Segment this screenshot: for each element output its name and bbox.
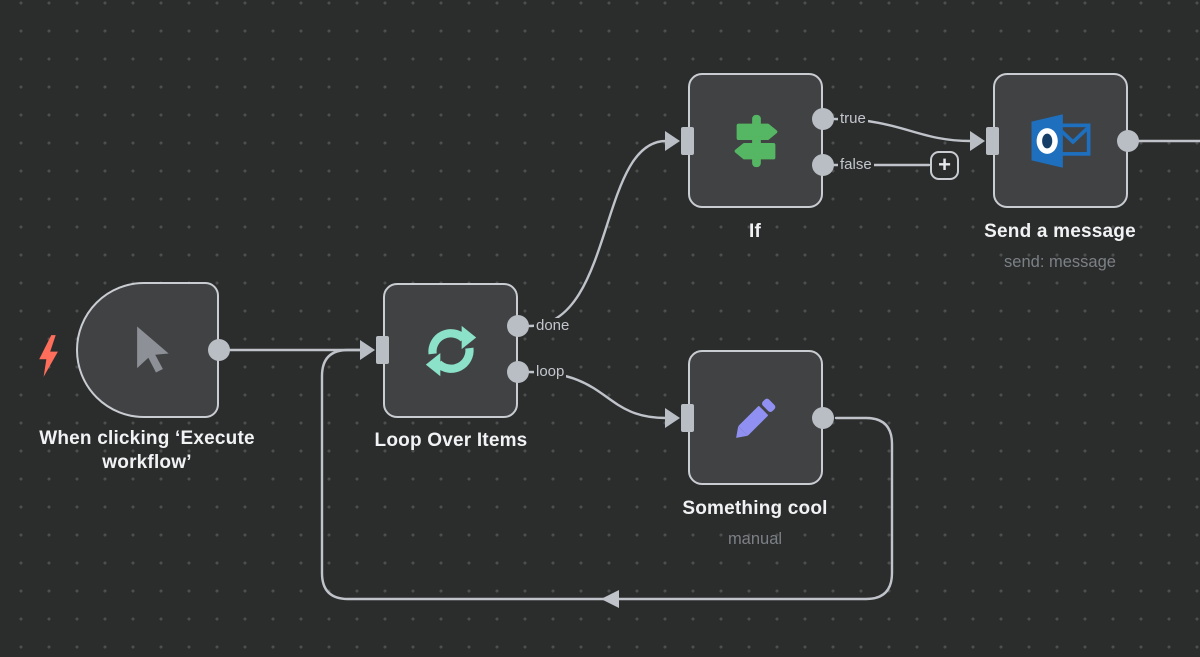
signpost-icon [734, 114, 777, 167]
node-title-if: If [748, 221, 761, 242]
node-title-loop: Loop Over Items [374, 430, 528, 451]
sync-arrows-icon [425, 325, 476, 376]
node-send-a-message[interactable] [993, 73, 1128, 208]
pencil-icon [735, 398, 775, 438]
output-label-false: false [838, 156, 874, 173]
output-label-true: true [838, 110, 868, 127]
mouse-cursor-icon [136, 326, 169, 373]
node-title-trigger: When clicking ‘Execute workflow’ [39, 428, 255, 473]
node-loop-over-items[interactable] [383, 283, 518, 418]
node-manual-trigger[interactable] [76, 282, 219, 418]
node-something-cool[interactable] [688, 350, 823, 485]
output-label-done: done [534, 317, 572, 334]
node-subtitle-something: manual [727, 530, 783, 548]
node-if[interactable] [688, 73, 823, 208]
add-node-plus-button[interactable]: + [930, 151, 959, 180]
node-title-send: Send a message [984, 221, 1136, 242]
loopback-arrowhead-icon [601, 590, 619, 608]
lightning-bolt-icon [39, 335, 58, 377]
node-subtitle-send: send: message [1004, 253, 1116, 271]
outlook-icon [1031, 113, 1090, 168]
output-label-loop: loop [534, 363, 567, 380]
node-title-something: Something cool [682, 498, 828, 519]
